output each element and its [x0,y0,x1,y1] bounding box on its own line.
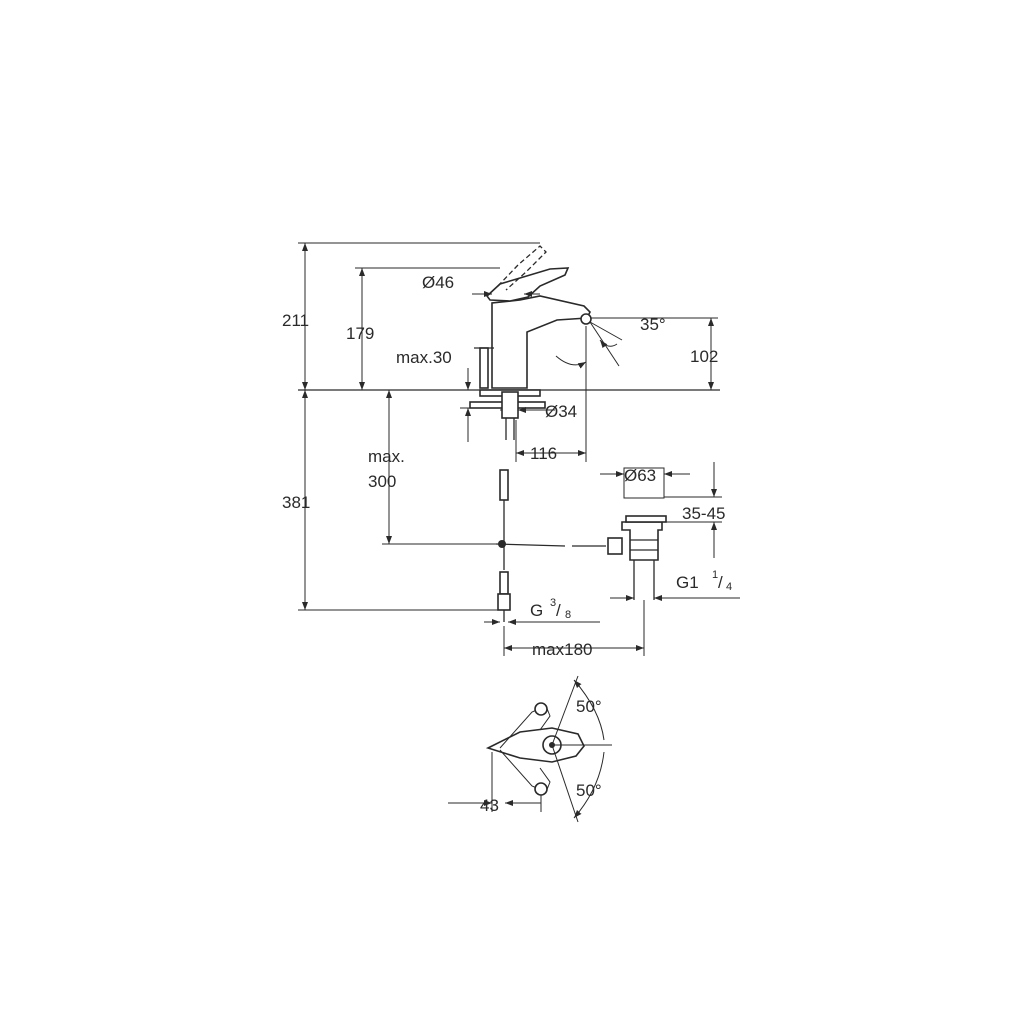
label-supply-thread-slash: / [556,601,561,620]
label-waste-thread-slash: / [718,573,723,592]
label-supply-thread-den: 8 [565,609,571,621]
dimension-lines [298,242,740,656]
label-waste-thread: G1 [676,573,699,592]
label-below-deck: 381 [282,493,310,512]
label-waste-thread-den: 4 [726,581,732,593]
label-waste-thread-num: 1 [712,569,718,581]
label-max-offset: max180 [532,640,592,659]
label-projection: 116 [530,444,557,463]
label-lever-offset: 43 [480,796,499,815]
label-spout-height: 179 [346,324,374,343]
label-hose-length-1: max. [368,447,405,466]
label-total-height: 211 [282,311,309,330]
faucet-side-view [298,245,720,391]
label-supply-thread-num: 3 [550,597,556,609]
faucet-top-view [448,675,612,823]
label-supply-thread: G [530,601,543,620]
label-rotation-lower: 50° [576,781,602,800]
label-waste-diameter: Ø63 [624,466,656,485]
label-waste-depth: 35-45 [682,504,725,523]
label-handle-diameter: Ø46 [422,273,454,292]
label-outlet-height: 102 [690,347,718,366]
label-spray-angle: 35° [640,315,666,334]
label-hose-length-2: 300 [368,472,396,491]
label-hole-diameter: Ø34 [545,402,577,421]
below-deck-assembly [469,389,667,622]
label-deck-thickness: max.30 [396,348,452,367]
label-rotation-upper: 50° [576,697,602,716]
